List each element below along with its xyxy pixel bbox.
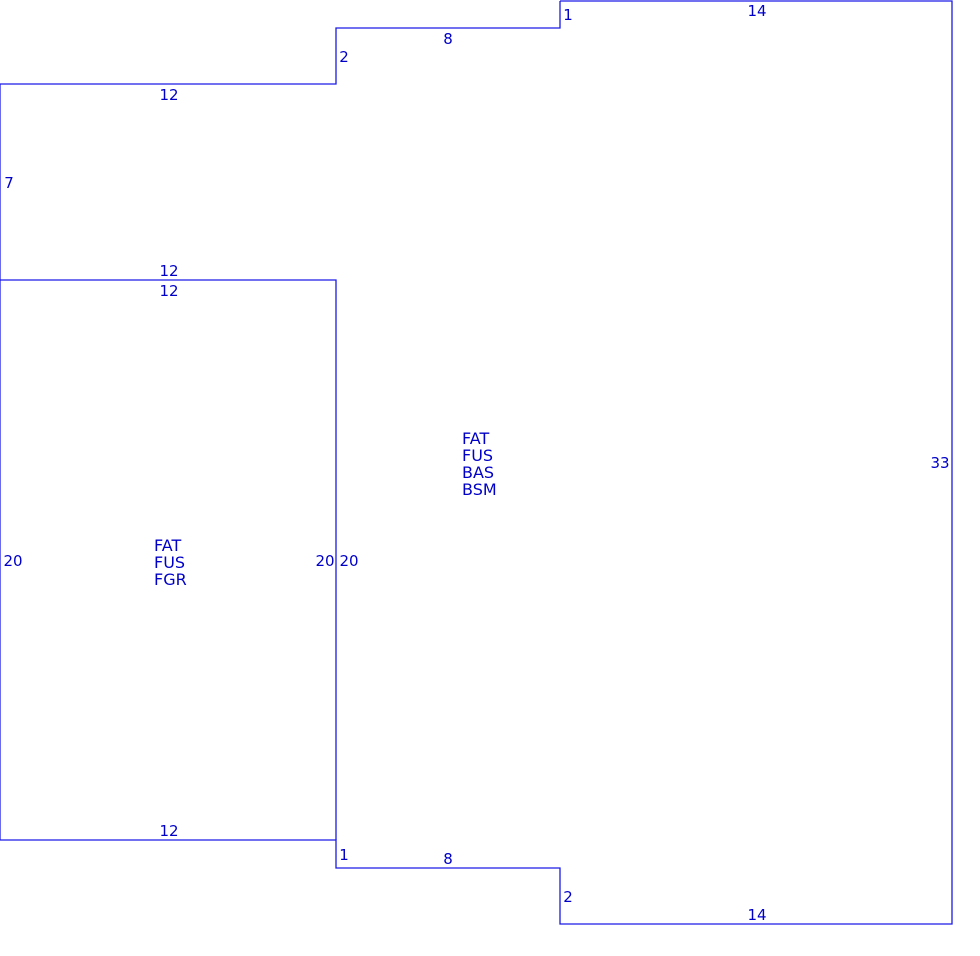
dimension-main-bottom-right: 14 [747, 906, 766, 924]
main-area-code: BAS [462, 463, 494, 482]
garage-area-outline [0, 279, 337, 840]
dimension-main-top-mid: 8 [443, 30, 453, 48]
main-area-code: BSM [462, 480, 497, 499]
dimension-main-step-bottom-2: 2 [563, 888, 573, 906]
dimension-main-right: 33 [930, 454, 949, 472]
dimension-garage-top: 12 [159, 282, 178, 300]
dimension-garage-left: 20 [3, 552, 22, 570]
dimension-garage-right: 20 [315, 552, 334, 570]
garage-area-code: FGR [154, 570, 187, 589]
dimension-main-step-bottom-1: 1 [339, 846, 349, 864]
garage-area-code: FAT [154, 536, 181, 555]
dimension-upper-left-top: 12 [159, 86, 178, 104]
dimension-garage-bottom: 12 [159, 822, 178, 840]
main-area-code: FAT [462, 429, 489, 448]
dimension-main-bottom-mid: 8 [443, 850, 453, 868]
dimension-main-left: 20 [339, 552, 358, 570]
dimension-upper-left-side: 7 [4, 174, 14, 192]
dimension-main-step-top-2: 2 [339, 48, 349, 66]
dimension-main-step-top-1: 1 [563, 6, 573, 24]
dimension-shared-wall-top: 12 [159, 262, 178, 280]
garage-area-code: FUS [154, 553, 185, 572]
dimension-main-top-right: 14 [747, 2, 766, 20]
main-area-code: FUS [462, 446, 493, 465]
